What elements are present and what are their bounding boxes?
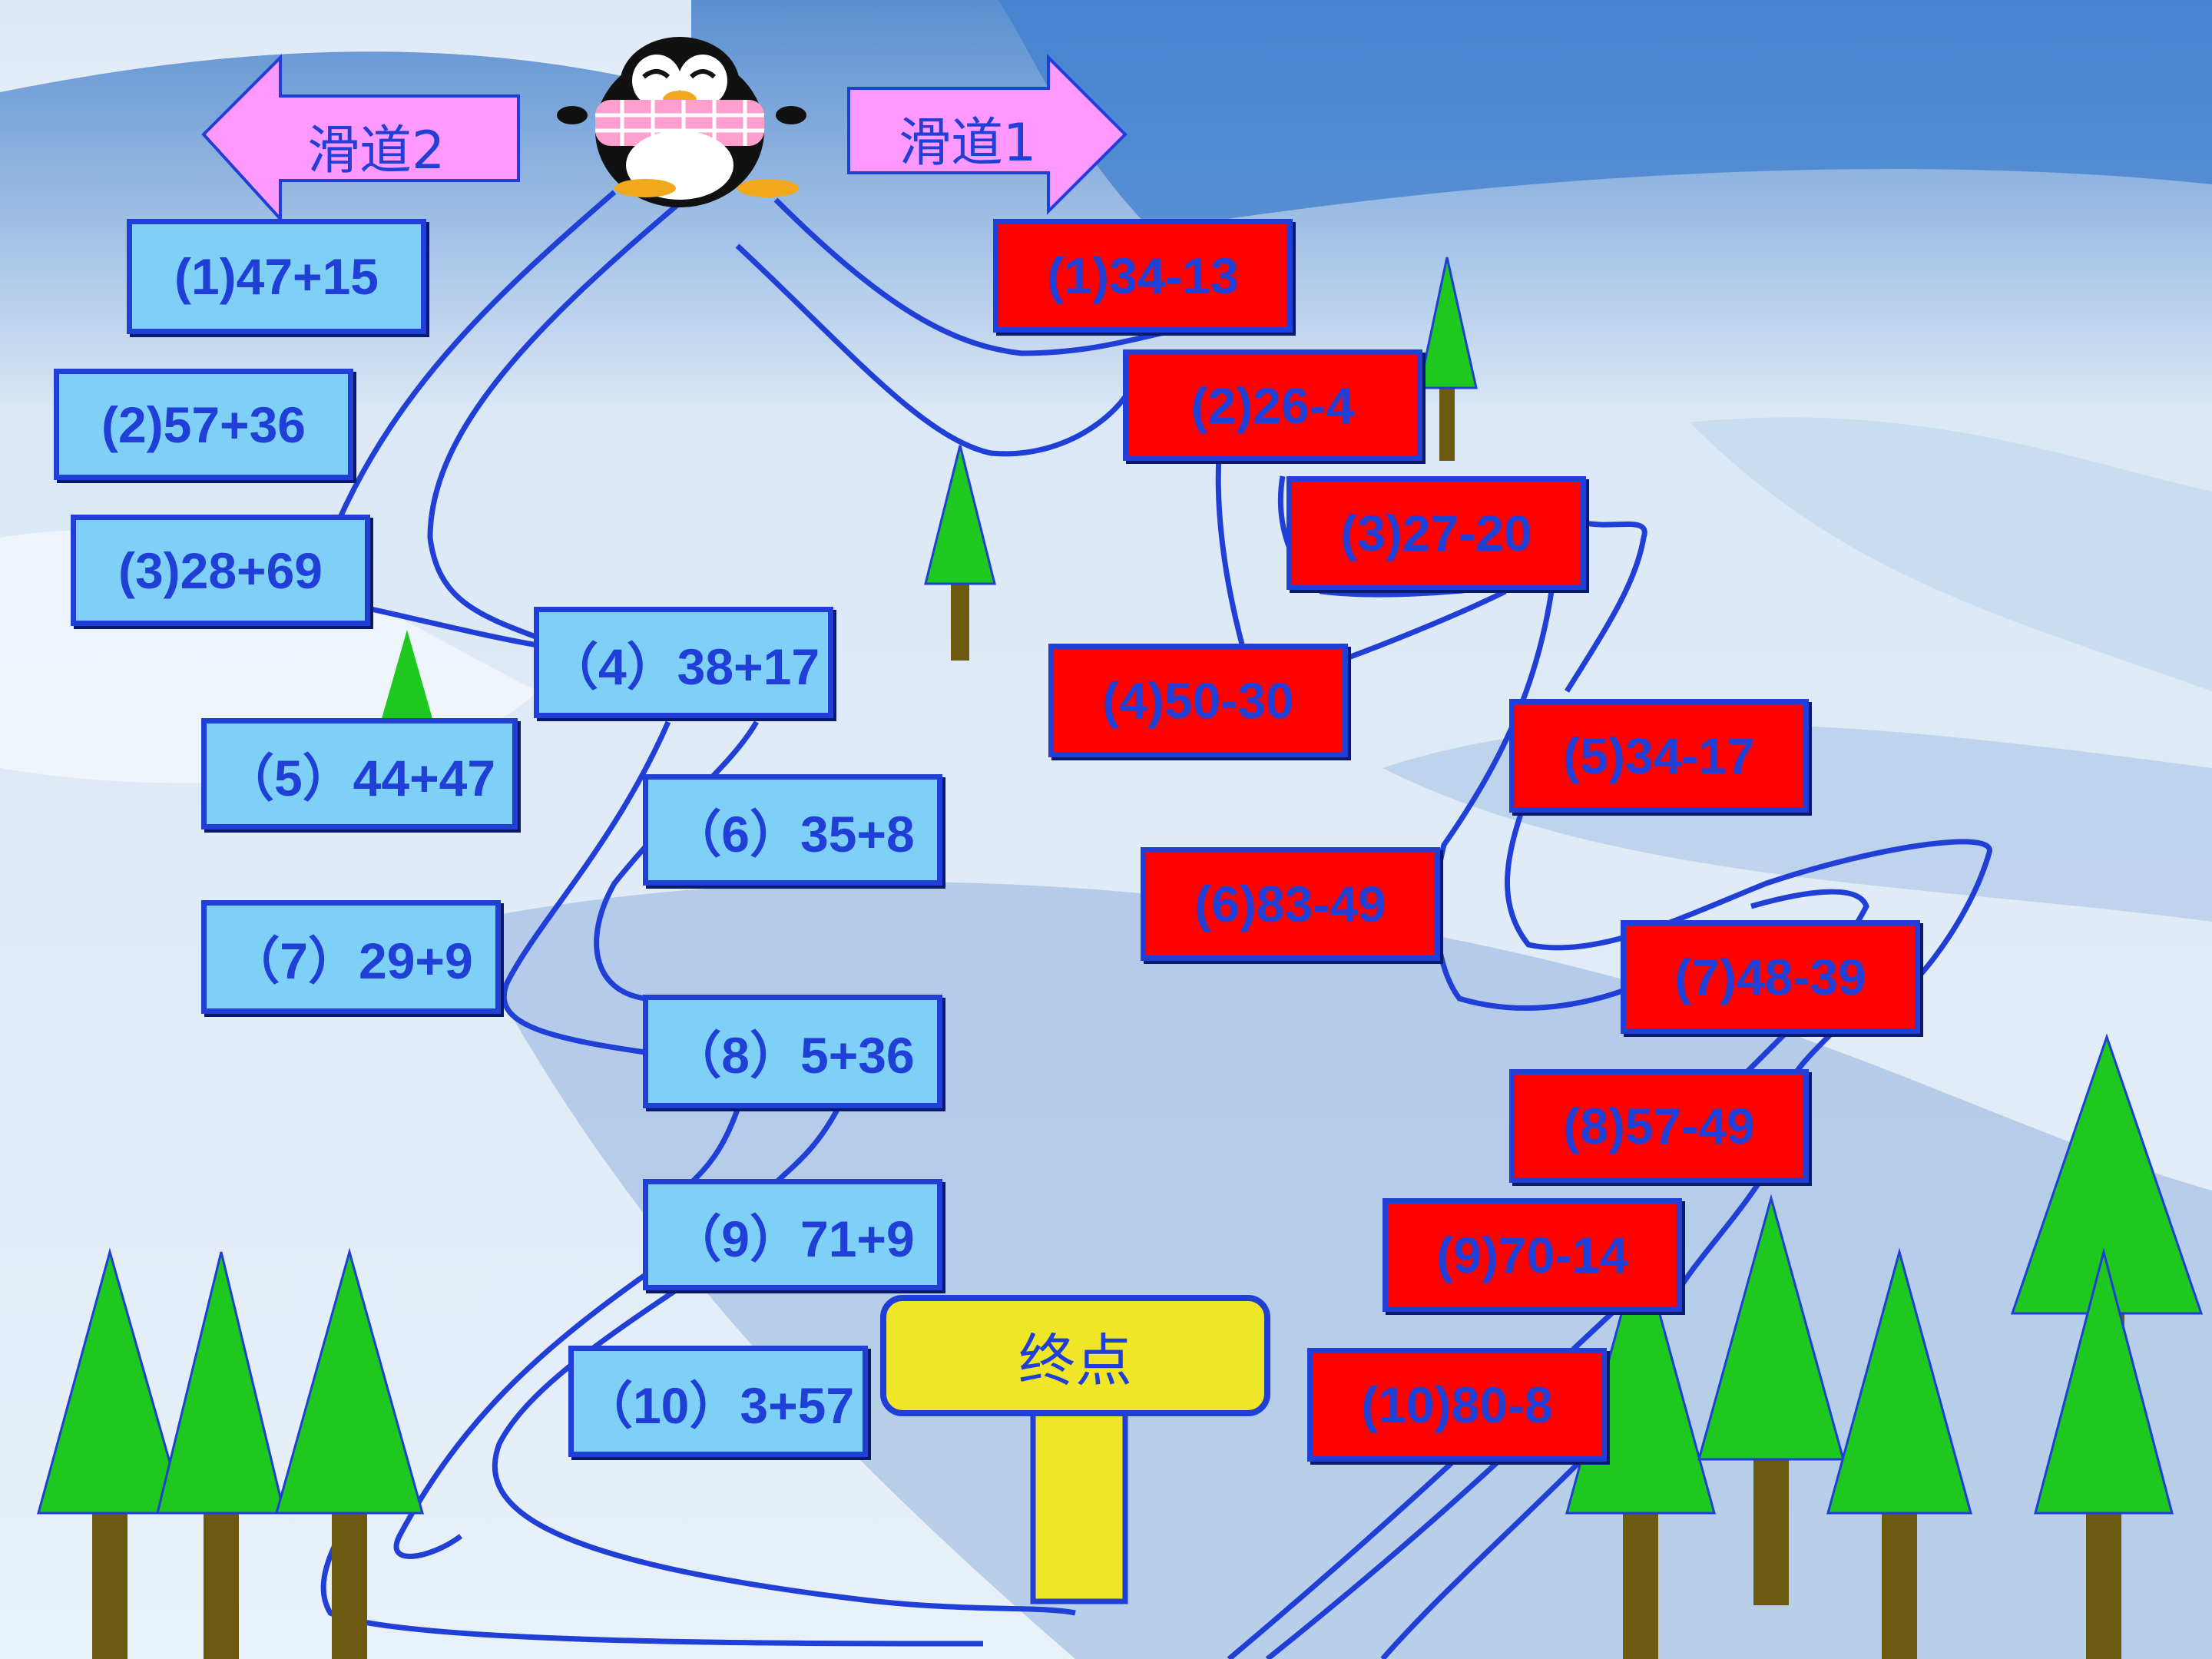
arrow-left-icon [201,54,520,224]
slide2-problem-4[interactable]: （4）38+17 [534,607,833,718]
tree-icon [37,1247,186,1659]
slide1-problem-10[interactable]: (10)80-8 [1307,1348,1607,1462]
tree-icon [376,630,438,737]
slide2-problem-6[interactable]: （6）35+8 [643,774,942,886]
slide1-problem-9[interactable]: (9)70-14 [1382,1198,1682,1312]
slide2-problem-8[interactable]: （8）5+36 [643,995,942,1108]
slide1-problem-7[interactable]: (7)48-39 [1621,920,1920,1034]
distant-mountain [998,0,2212,230]
slide2-problem-7[interactable]: （7）29+9 [201,900,501,1014]
slide1-problem-6[interactable]: (6)83-49 [1141,847,1440,961]
slide1-problem-5[interactable]: (5)34-17 [1509,699,1809,813]
slide2-problem-10[interactable]: （10）3+57 [568,1346,868,1457]
slide1-problem-2[interactable]: (2)26-4 [1123,349,1422,461]
tree-icon [275,1247,424,1659]
slide1-problem-8[interactable]: (8)57-49 [1509,1069,1809,1183]
tree-icon [2034,1247,2174,1659]
slide2-problem-3[interactable]: (3)28+69 [71,515,370,626]
penguin-mascot-icon [557,37,806,207]
slide1-problem-3[interactable]: (3)27-20 [1286,476,1586,590]
tree-icon [1697,1194,1845,1605]
slide2-problem-2[interactable]: (2)57+36 [54,369,353,480]
finish-sign-label: 终点 [1018,1327,1132,1394]
tree-icon [924,445,996,661]
tree-icon [1826,1247,1972,1659]
slide1-arrow-label[interactable]: 滑道1 [899,113,1037,174]
arrow-right-icon [847,54,1128,215]
finish-sign [880,1295,1270,1604]
slide2-problem-5[interactable]: （5）44+47 [201,718,518,830]
slide2-arrow-label[interactable]: 滑道2 [307,121,445,181]
tree-icon [156,1251,286,1659]
slide1-problem-1[interactable]: (1)34-13 [993,219,1293,333]
ski-tracks [320,190,1992,1659]
slide2-problem-9[interactable]: （9）71+9 [643,1179,942,1290]
slide2-problem-1[interactable]: (1)47+15 [127,219,426,334]
tree-icon [1418,257,1478,461]
slide1-problem-4[interactable]: (4)50-30 [1048,644,1348,757]
